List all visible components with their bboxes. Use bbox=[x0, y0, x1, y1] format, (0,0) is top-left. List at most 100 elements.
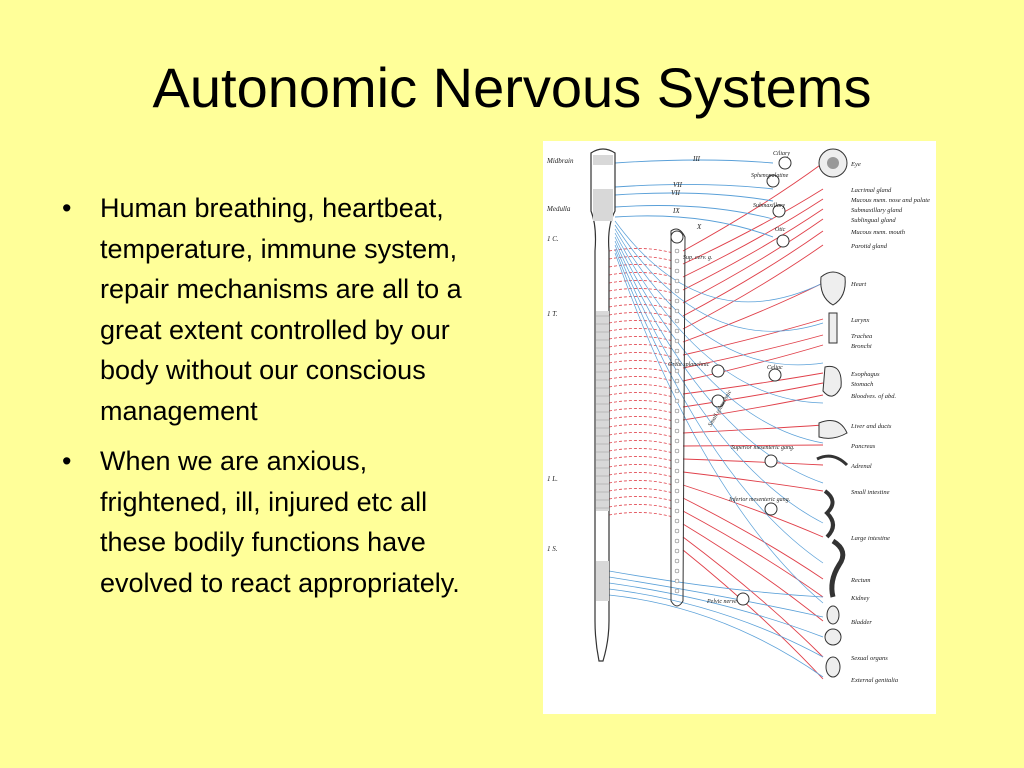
ganglion bbox=[764, 454, 778, 468]
medulla-section bbox=[593, 189, 613, 221]
small-intestine-shape bbox=[823, 489, 835, 539]
preganglionic-fiber bbox=[608, 488, 674, 494]
organ-label: Stomach bbox=[851, 381, 873, 388]
organ-label: Bronchi bbox=[851, 343, 872, 350]
thoracolumbar-section bbox=[596, 311, 609, 511]
chain-ganglion bbox=[674, 268, 680, 274]
preganglionic-fiber bbox=[608, 400, 674, 406]
vagus-fiber bbox=[614, 236, 824, 444]
ganglion bbox=[764, 502, 778, 516]
cranial-nerve-label: IX bbox=[672, 207, 680, 215]
postganglionic-fiber bbox=[682, 244, 824, 330]
ganglion bbox=[772, 204, 786, 218]
chain-ganglion bbox=[674, 308, 680, 314]
postganglionic-fiber bbox=[682, 334, 824, 369]
postganglionic-fiber bbox=[682, 188, 824, 265]
heart-shape bbox=[820, 271, 846, 306]
ganglion bbox=[711, 364, 725, 378]
chain-ganglion bbox=[674, 398, 680, 404]
preganglionic-fiber bbox=[608, 384, 674, 390]
preganglionic-fiber bbox=[608, 416, 674, 422]
chain-ganglion bbox=[674, 408, 680, 414]
ganglion bbox=[711, 394, 725, 408]
chain-ganglion bbox=[674, 438, 680, 444]
preganglionic-fiber bbox=[608, 504, 674, 510]
pupil-shape bbox=[827, 157, 839, 169]
large-intestine-shape bbox=[829, 538, 846, 598]
chain-ganglion bbox=[674, 568, 680, 574]
organ-label: Bladder bbox=[851, 619, 872, 626]
postganglionic-fiber bbox=[682, 394, 824, 421]
organ-label: Adrenal bbox=[850, 463, 872, 470]
cranial-nerve-label: VII bbox=[671, 189, 681, 197]
cord-level-label: 1 C. bbox=[547, 235, 559, 243]
chain-ganglion bbox=[674, 248, 680, 254]
chain-ganglion bbox=[674, 278, 680, 284]
vagus-fiber bbox=[614, 252, 824, 604]
postganglionic-fiber bbox=[682, 198, 824, 278]
ganglion-label: Small splanchnic bbox=[708, 389, 734, 428]
preganglionic-fiber bbox=[608, 288, 674, 294]
ganglion-label: Superior mesenteric gang. bbox=[731, 445, 795, 451]
sacral-parasympathetic-fiber bbox=[608, 576, 824, 618]
bullet-list: • Human breathing, heartbeat, temperatur… bbox=[60, 188, 500, 613]
trachea-shape bbox=[828, 312, 838, 344]
vagus-fiber bbox=[614, 240, 824, 484]
postganglionic-fiber bbox=[682, 208, 824, 291]
midbrain-section bbox=[593, 155, 613, 165]
ganglion-label: Otic bbox=[775, 227, 786, 233]
ganglion-label: Inferior mesenteric gang. bbox=[728, 496, 790, 503]
organ-label: Large intestine bbox=[850, 535, 890, 542]
organ-group bbox=[816, 148, 849, 678]
bullet-text: When we are anxious, frightened, ill, in… bbox=[100, 446, 460, 598]
cord-level-label: Medulla bbox=[546, 205, 571, 213]
postganglionic-fiber bbox=[682, 549, 824, 680]
organ-label: Eye bbox=[850, 161, 861, 168]
preganglionic-fiber bbox=[608, 480, 674, 486]
nerve-fibers bbox=[608, 159, 824, 680]
chain-ganglion bbox=[674, 478, 680, 484]
organ-label: Lacrimal gland bbox=[850, 187, 892, 194]
postganglionic-fiber bbox=[682, 424, 824, 434]
organ-label: External genitalia bbox=[850, 677, 898, 684]
organ-label: Rectum bbox=[850, 577, 871, 584]
postganglionic-fiber bbox=[682, 536, 824, 658]
preganglionic-fiber bbox=[608, 256, 674, 262]
chain-ganglion bbox=[674, 388, 680, 394]
ganglion-label: Sup. cerv. g. bbox=[683, 255, 712, 261]
cranial-parasympathetic-fiber bbox=[614, 192, 774, 202]
postganglionic-fiber bbox=[682, 230, 824, 317]
cranial-nerve-label: III bbox=[692, 155, 701, 163]
ganglion bbox=[736, 592, 750, 606]
organ-label: Mucous mem. mouth bbox=[850, 229, 905, 236]
postganglionic-fiber bbox=[682, 382, 824, 408]
cord-level-label: Midbrain bbox=[546, 157, 574, 165]
ganglion bbox=[670, 230, 684, 244]
sacral-parasympathetic-fiber bbox=[608, 594, 824, 678]
organ-label: Small intestine bbox=[851, 489, 890, 496]
preganglionic-fiber bbox=[608, 320, 674, 326]
postganglionic-fiber bbox=[682, 523, 824, 622]
postganglionic-fiber bbox=[682, 318, 824, 356]
chain-ganglion bbox=[674, 258, 680, 264]
sacral-parasympathetic-fiber bbox=[608, 588, 824, 658]
preganglionic-fiber bbox=[608, 440, 674, 446]
postganglionic-fiber bbox=[682, 282, 824, 343]
preganglionic-fiber bbox=[608, 512, 674, 518]
bullet-item: • Human breathing, heartbeat, temperatur… bbox=[60, 188, 500, 431]
vagus-fiber bbox=[614, 228, 824, 366]
preganglionic-fiber bbox=[608, 296, 674, 302]
chain-ganglion bbox=[674, 578, 680, 584]
preganglionic-fiber bbox=[608, 496, 674, 502]
chain-ganglion bbox=[674, 368, 680, 374]
kidney-shape bbox=[826, 605, 840, 625]
vagus-fiber bbox=[614, 244, 824, 524]
preganglionic-fiber bbox=[608, 456, 674, 462]
liver-shape bbox=[818, 420, 848, 439]
sexual-organ-shape bbox=[825, 656, 841, 678]
cord-level-label: 1 S. bbox=[547, 545, 558, 553]
chain-ganglion bbox=[674, 298, 680, 304]
preganglionic-fiber bbox=[608, 464, 674, 470]
organ-label: Heart bbox=[850, 281, 866, 288]
